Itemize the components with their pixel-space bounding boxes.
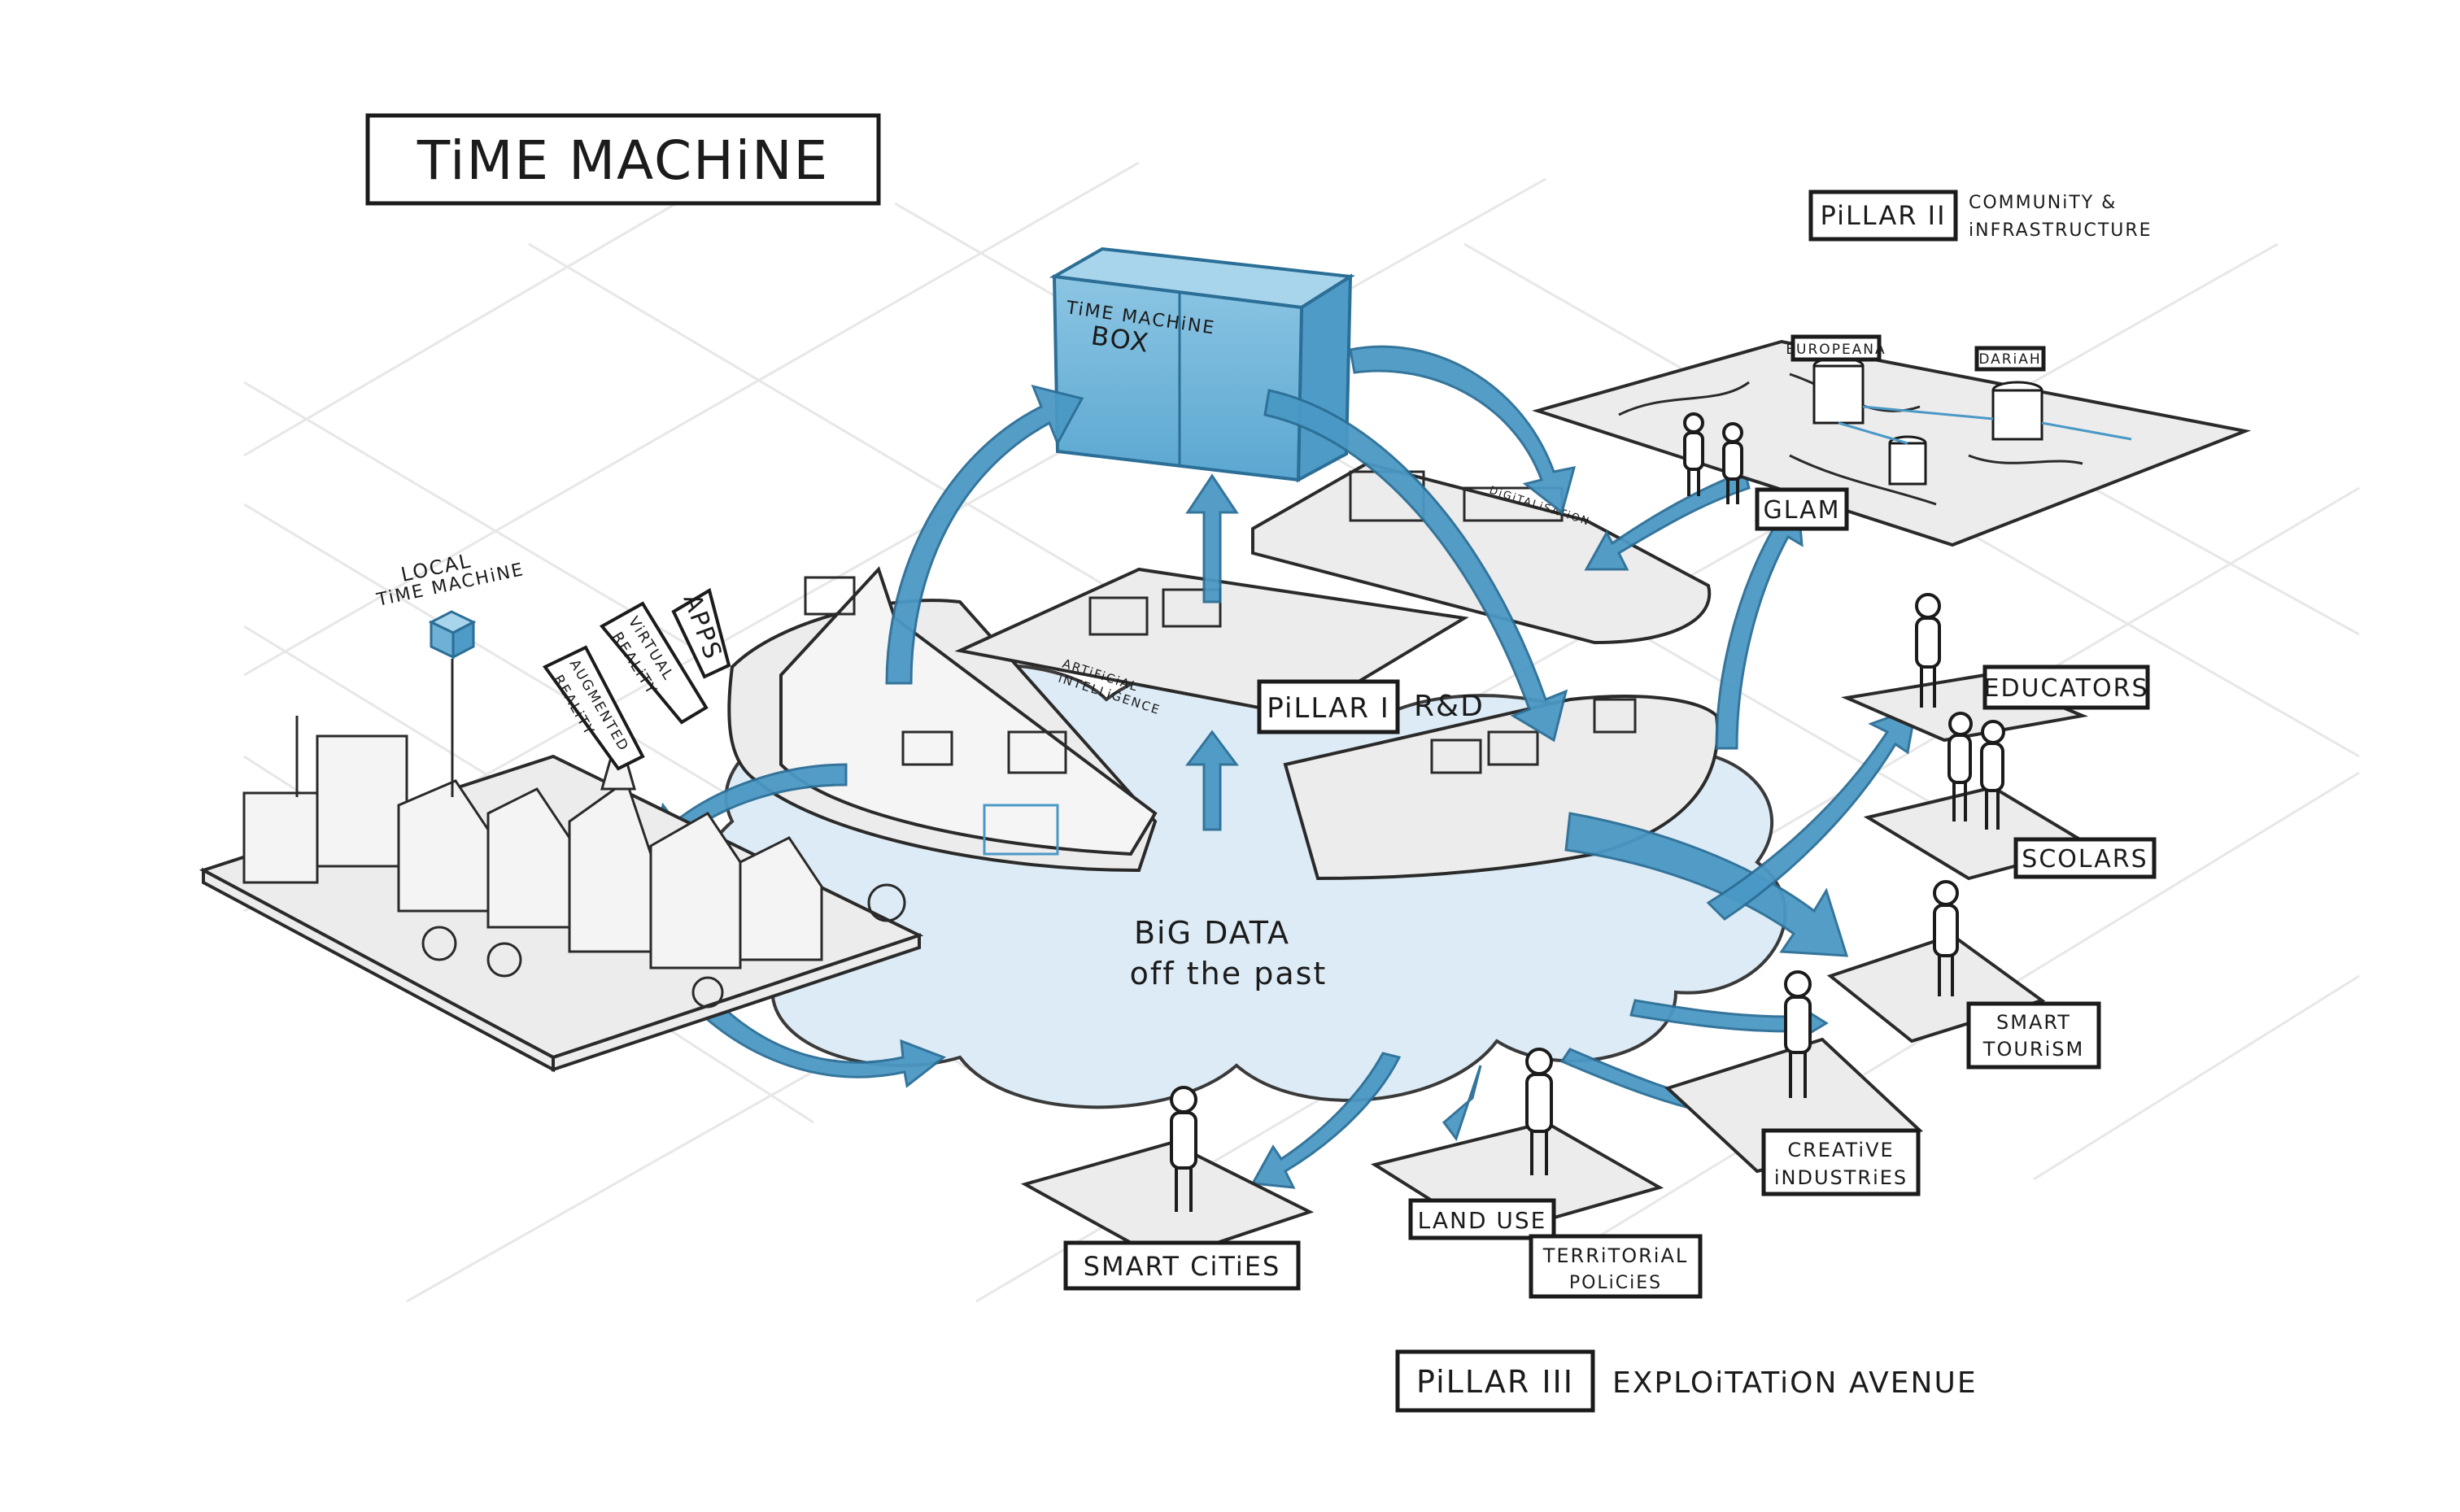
arrow-cloud-to-educators bbox=[1706, 705, 1917, 921]
pillar-3-platforms: EDUCATORS SCOLARS SMART TOURiSM CREATiVE… bbox=[1020, 664, 2157, 1299]
person-land-use bbox=[1525, 1048, 1553, 1175]
label-scolars: SCOLARS bbox=[2022, 845, 2148, 874]
pillar-1-label: R&D bbox=[1414, 690, 1485, 723]
arrow-cloud-to-land-use bbox=[1442, 1065, 1482, 1142]
label-land-use: LAND USE bbox=[1418, 1207, 1547, 1234]
arrow-cloud-to-scolars bbox=[1564, 812, 1849, 957]
label-creative-2: iNDUSTRiES bbox=[1774, 1166, 1908, 1189]
person-glam-1 bbox=[1683, 412, 1704, 496]
city-buildings bbox=[242, 716, 906, 1009]
label-territorial-1: TERRiTORiAL bbox=[1542, 1244, 1689, 1267]
time-machine-box: TiME MACHiNE BOX bbox=[1049, 246, 1355, 483]
pillar-3-badge: PiLLAR III bbox=[1416, 1364, 1574, 1400]
pillar-2-label-2: iNFRASTRUCTURE bbox=[1969, 220, 2152, 241]
person-educator bbox=[1915, 593, 1941, 708]
label-smart-tourism-2: TOURiSM bbox=[1982, 1038, 2084, 1061]
data-cylinders bbox=[1812, 356, 2132, 486]
person-scolar-1 bbox=[1948, 712, 1973, 821]
lab-sketches bbox=[804, 470, 1637, 856]
arrow-ring-to-box-left bbox=[885, 384, 1084, 685]
label-territorial-2: POLiCiES bbox=[1569, 1273, 1662, 1293]
glam-label: GLAM bbox=[1763, 496, 1840, 525]
person-scolar-2 bbox=[1980, 720, 2005, 830]
label-smart-cities: SMART CiTiES bbox=[1084, 1251, 1281, 1282]
europeana-label: EUROPEANA bbox=[1786, 342, 1886, 358]
pillar-2-map: EUROPEANA DARiAH GLAM PiLLAR II COMMUNiT… bbox=[1532, 190, 2252, 547]
flow-arrows bbox=[648, 345, 1917, 1189]
pillar-3-label: EXPLOiTATiON AVENUE bbox=[1612, 1366, 1978, 1400]
page-title: TiME MACHiNE bbox=[417, 129, 829, 192]
arrow-box-to-glam bbox=[1349, 345, 1577, 515]
people bbox=[1170, 412, 2005, 1212]
label-educators: EDUCATORS bbox=[1984, 674, 2149, 703]
cloud-label-1: BiG DATA bbox=[1134, 915, 1290, 951]
arrow-cloud-up bbox=[1185, 730, 1239, 831]
pillar-1-badge-group: PiLLAR I R&D bbox=[1257, 679, 1485, 734]
person-creative bbox=[1784, 970, 1812, 1098]
person-tourism bbox=[1933, 880, 1959, 996]
dariah-label: DARiAH bbox=[1978, 351, 2041, 368]
person-smart-cities bbox=[1170, 1086, 1197, 1212]
arrow-cloud-to-city bbox=[697, 999, 947, 1088]
pillar-2-label-1: COMMUNiTY & bbox=[1969, 193, 2117, 213]
arrow-glam-to-ring bbox=[1584, 470, 1751, 571]
pillar-1-ring: PiLLAR I R&D ARTiFiCiAL iNTELLiGENCE DiG… bbox=[727, 461, 1720, 881]
arrow-up-to-box bbox=[1185, 473, 1239, 603]
person-glam-2 bbox=[1722, 422, 1743, 504]
title-box: TiME MACHiNE bbox=[365, 113, 881, 206]
arrow-box-to-lab bbox=[1263, 389, 1568, 743]
label-smart-tourism-1: SMART bbox=[1996, 1011, 2071, 1034]
pillar-2-title: PiLLAR II COMMUNiTY & iNFRASTRUCTURE bbox=[1808, 190, 2152, 242]
pillar-2-badge: PiLLAR II bbox=[1820, 200, 1946, 231]
label-creative-1: CREATiVE bbox=[1787, 1139, 1894, 1161]
pillar-1-badge: PiLLAR I bbox=[1267, 692, 1390, 725]
local-tm-cube bbox=[428, 610, 477, 797]
apps-tag: APPS bbox=[671, 587, 731, 679]
cloud-label-2: off the past bbox=[1130, 956, 1328, 991]
pillar-3-title: PiLLAR III EXPLOiTATiON AVENUE bbox=[1395, 1349, 1978, 1413]
